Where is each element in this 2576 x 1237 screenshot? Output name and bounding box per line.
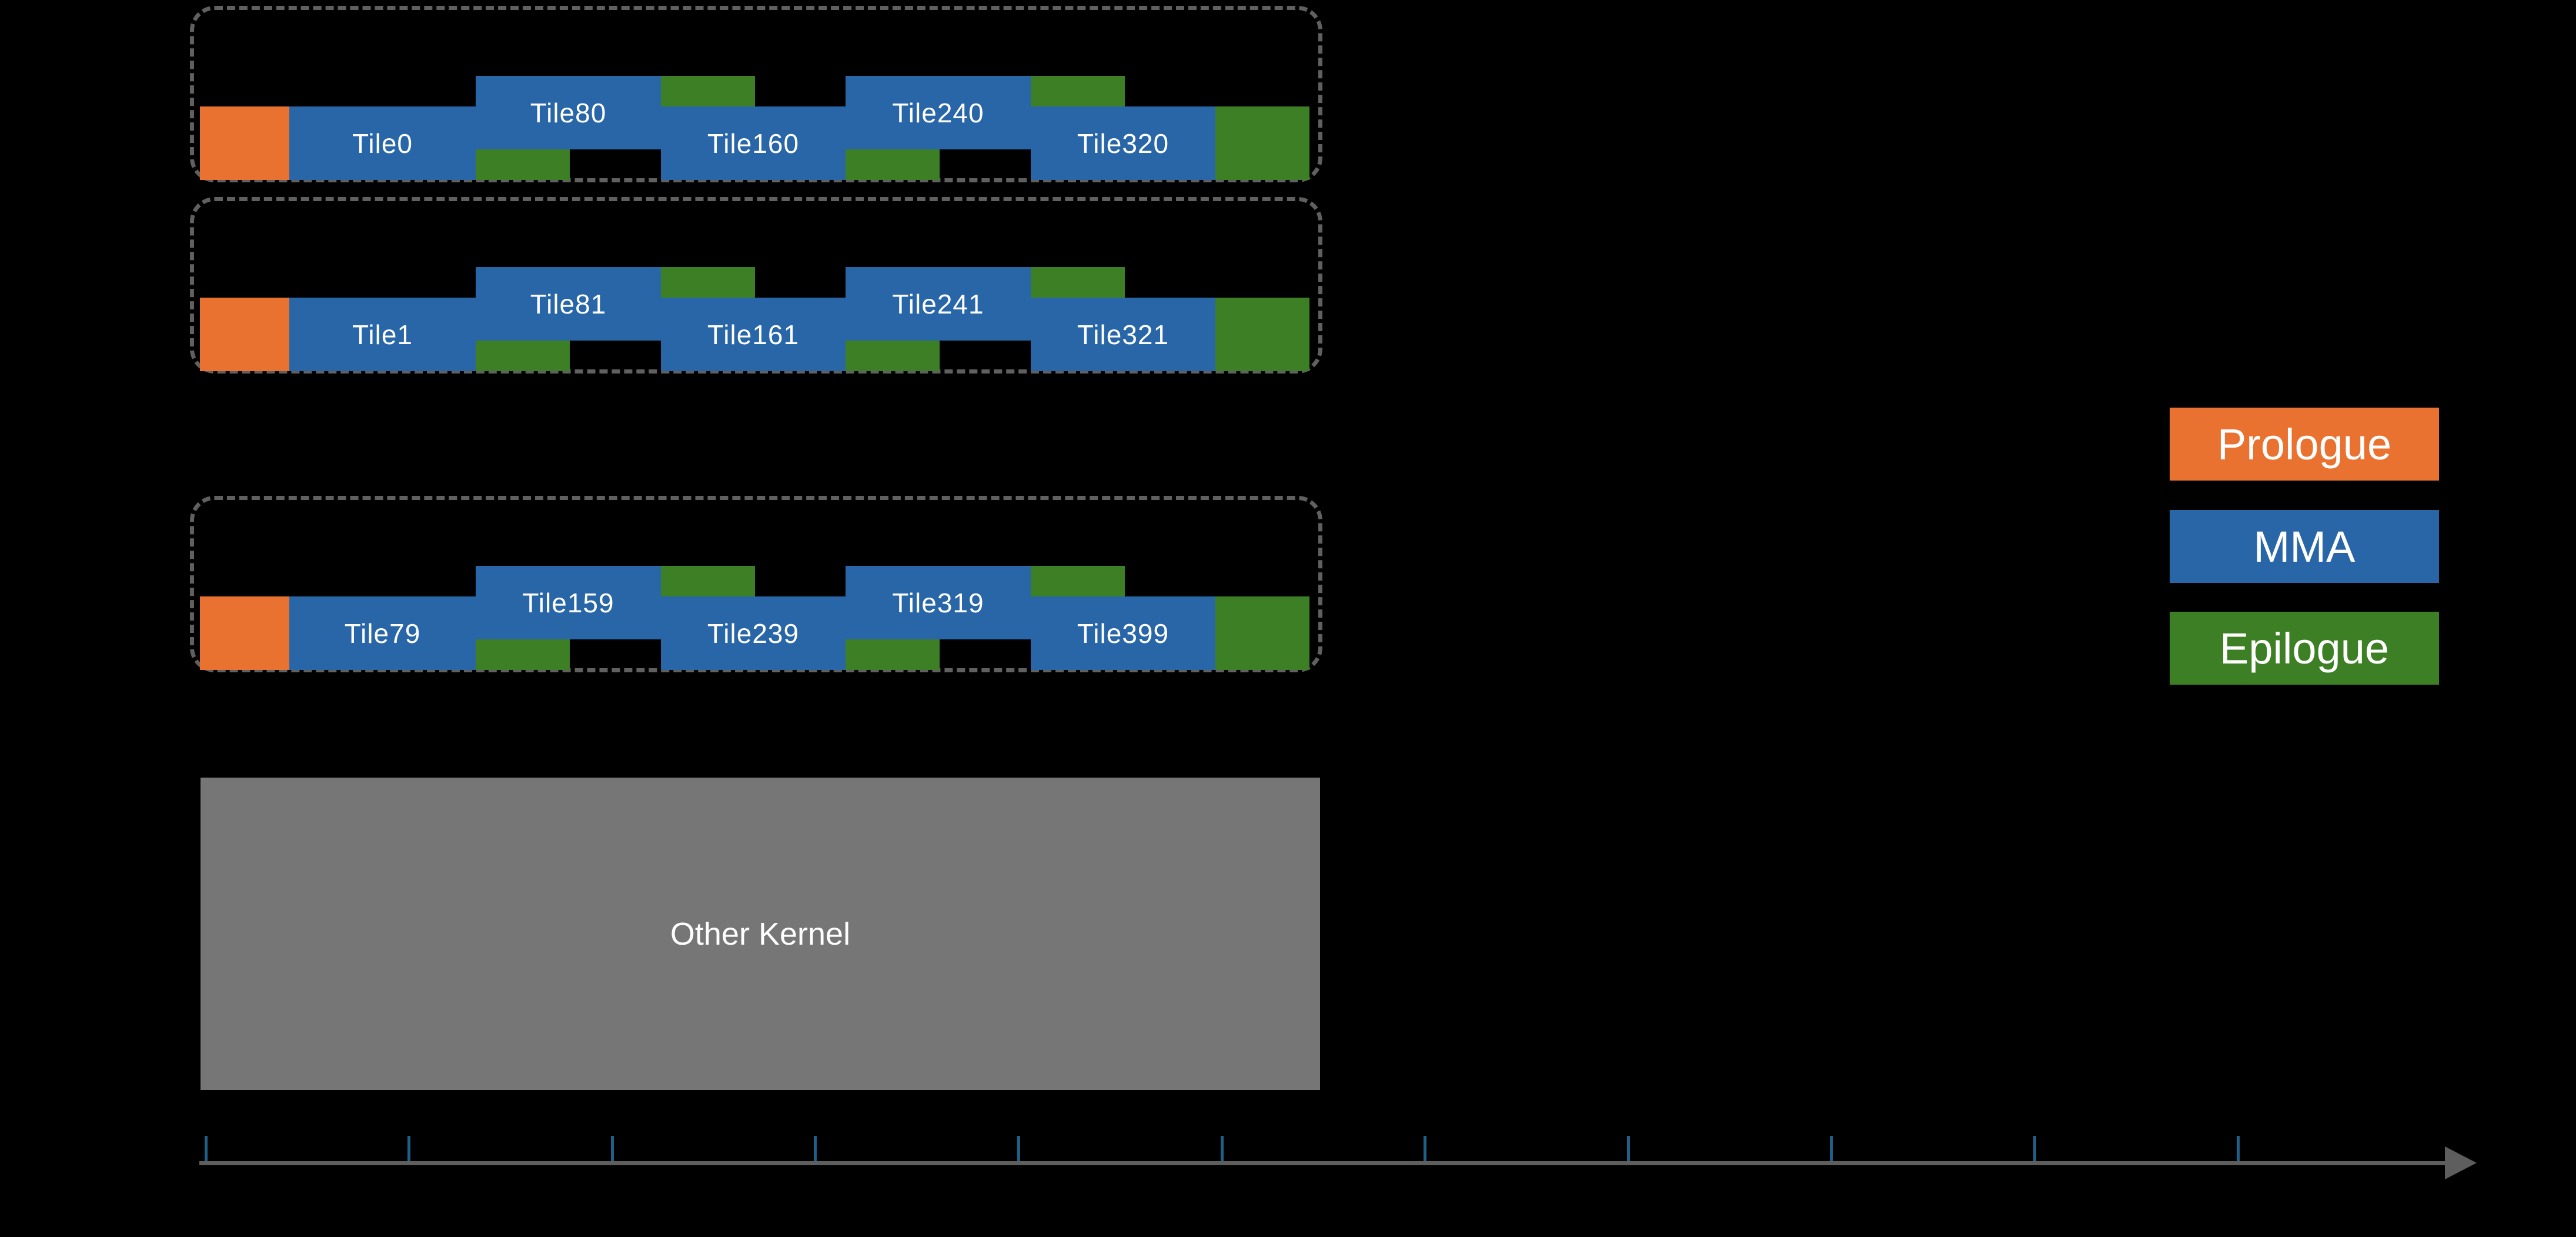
legend-item-mma: MMA bbox=[2170, 510, 2439, 583]
timeline-tick bbox=[2237, 1136, 2240, 1161]
epilogue-block bbox=[846, 639, 940, 670]
epilogue-block-final bbox=[1215, 106, 1309, 180]
timeline-axis-line bbox=[199, 1161, 2446, 1165]
legend-item-prologue: Prologue bbox=[2170, 408, 2439, 481]
timeline-tick bbox=[611, 1136, 614, 1161]
timeline-tick bbox=[1627, 1136, 1630, 1161]
epilogue-block bbox=[846, 149, 940, 180]
timeline-arrowhead-icon bbox=[2445, 1146, 2477, 1179]
mma-tile-block: Tile81 bbox=[476, 267, 661, 341]
timeline-tick bbox=[1017, 1136, 1020, 1161]
kernel-row-box bbox=[190, 496, 1322, 672]
epilogue-block bbox=[1031, 566, 1125, 596]
timeline-tick bbox=[2033, 1136, 2036, 1161]
mma-tile-block: Tile160 bbox=[661, 106, 846, 180]
mma-tile-block: Tile159 bbox=[476, 566, 661, 639]
other-kernel-block: Other Kernel bbox=[201, 778, 1320, 1090]
timeline-tick bbox=[1424, 1136, 1426, 1161]
epilogue-block bbox=[476, 639, 570, 670]
mma-tile-block: Tile240 bbox=[846, 76, 1031, 149]
mma-tile-block: Tile319 bbox=[846, 566, 1031, 639]
epilogue-block bbox=[661, 76, 755, 106]
epilogue-block bbox=[1031, 76, 1125, 106]
kernel-row-box bbox=[190, 6, 1322, 182]
epilogue-block bbox=[846, 341, 940, 371]
prologue-block bbox=[200, 106, 289, 180]
timeline-tick bbox=[205, 1136, 208, 1161]
timeline-tick bbox=[1830, 1136, 1833, 1161]
other-kernel-label: Other Kernel bbox=[670, 916, 851, 952]
epilogue-block bbox=[661, 566, 755, 596]
legend-label: Prologue bbox=[2217, 419, 2392, 469]
mma-tile-block: Tile0 bbox=[289, 106, 476, 180]
timeline-tick bbox=[1221, 1136, 1224, 1161]
mma-tile-block: Tile239 bbox=[661, 596, 846, 670]
legend-label: Epilogue bbox=[2219, 623, 2389, 673]
epilogue-block bbox=[661, 267, 755, 298]
epilogue-block-final bbox=[1215, 596, 1309, 670]
epilogue-block bbox=[476, 341, 570, 371]
mma-tile-block: Tile79 bbox=[289, 596, 476, 670]
prologue-block bbox=[200, 596, 289, 670]
mma-tile-block: Tile321 bbox=[1031, 298, 1215, 371]
epilogue-block-final bbox=[1215, 298, 1309, 371]
prologue-block bbox=[200, 298, 289, 371]
timeline-tick bbox=[407, 1136, 410, 1161]
mma-tile-block: Tile241 bbox=[846, 267, 1031, 341]
mma-tile-block: Tile80 bbox=[476, 76, 661, 149]
mma-tile-block: Tile161 bbox=[661, 298, 846, 371]
legend-item-epilogue: Epilogue bbox=[2170, 612, 2439, 685]
mma-tile-block: Tile399 bbox=[1031, 596, 1215, 670]
epilogue-block bbox=[1031, 267, 1125, 298]
timeline-tick bbox=[814, 1136, 817, 1161]
mma-tile-block: Tile320 bbox=[1031, 106, 1215, 180]
legend-label: MMA bbox=[2253, 522, 2356, 571]
kernel-row-box bbox=[190, 197, 1322, 374]
mma-tile-block: Tile1 bbox=[289, 298, 476, 371]
epilogue-block bbox=[476, 149, 570, 180]
